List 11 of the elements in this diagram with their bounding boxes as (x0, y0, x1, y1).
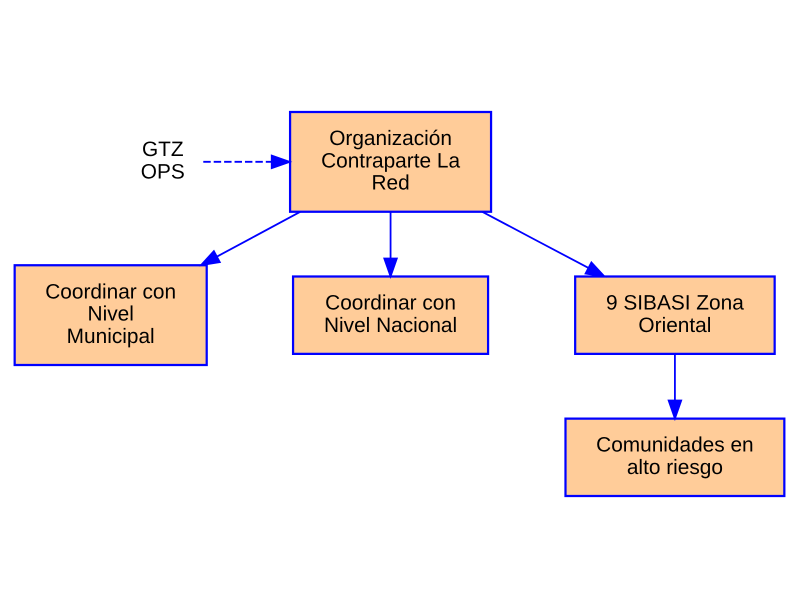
arrow (667, 354, 682, 422)
arrow (203, 154, 292, 170)
node-text: GTZ OPS (140, 138, 185, 184)
node-box: Organización Contraparte La Red (288, 110, 492, 213)
node-box: 9 SIBASI Zona Oriental (574, 275, 776, 355)
arrow (383, 212, 398, 280)
node-box: Comunidades en alto riesgo (564, 418, 786, 498)
arrow (198, 210, 301, 266)
arrow (482, 210, 607, 278)
node-box: Coordinar con Nivel Nacional (292, 275, 490, 355)
node-box: Coordinar con Nivel Municipal (14, 264, 208, 366)
